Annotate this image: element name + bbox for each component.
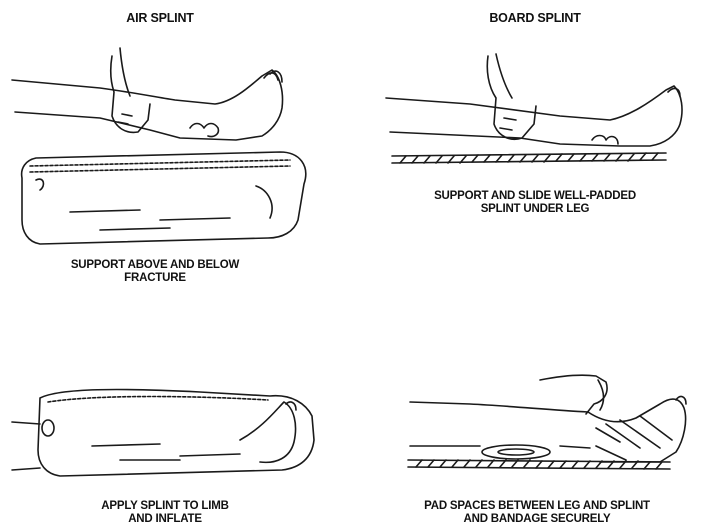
board-splint-top bbox=[392, 153, 666, 163]
air-support-caption-line1: SUPPORT ABOVE AND BELOW bbox=[20, 259, 290, 272]
board-support-illustration bbox=[386, 54, 682, 163]
board-splint-bottom bbox=[408, 460, 670, 469]
board-bandage-caption: PAD SPACES BETWEEN LEG AND SPLINT AND BA… bbox=[372, 500, 702, 526]
air-support-caption-line2: FRACTURE bbox=[20, 272, 290, 285]
board-support-caption-line1: SUPPORT AND SLIDE WELL-PADDED bbox=[380, 190, 690, 203]
air-support-illustration bbox=[12, 48, 306, 244]
air-inflate-caption-line2: AND INFLATE bbox=[40, 513, 290, 526]
board-bandage-illustration bbox=[408, 375, 686, 469]
air-inflate-illustration bbox=[12, 390, 314, 476]
board-support-caption-line2: SPLINT UNDER LEG bbox=[380, 203, 690, 216]
air-inflate-caption: APPLY SPLINT TO LIMB AND INFLATE bbox=[40, 500, 290, 526]
board-bandage-caption-line2: AND BANDAGE SECURELY bbox=[372, 513, 702, 526]
board-support-caption: SUPPORT AND SLIDE WELL-PADDED SPLINT UND… bbox=[380, 190, 690, 216]
air-inflate-caption-line1: APPLY SPLINT TO LIMB bbox=[40, 500, 290, 513]
air-support-caption: SUPPORT ABOVE AND BELOW FRACTURE bbox=[20, 259, 290, 285]
board-bandage-caption-line1: PAD SPACES BETWEEN LEG AND SPLINT bbox=[372, 500, 702, 513]
